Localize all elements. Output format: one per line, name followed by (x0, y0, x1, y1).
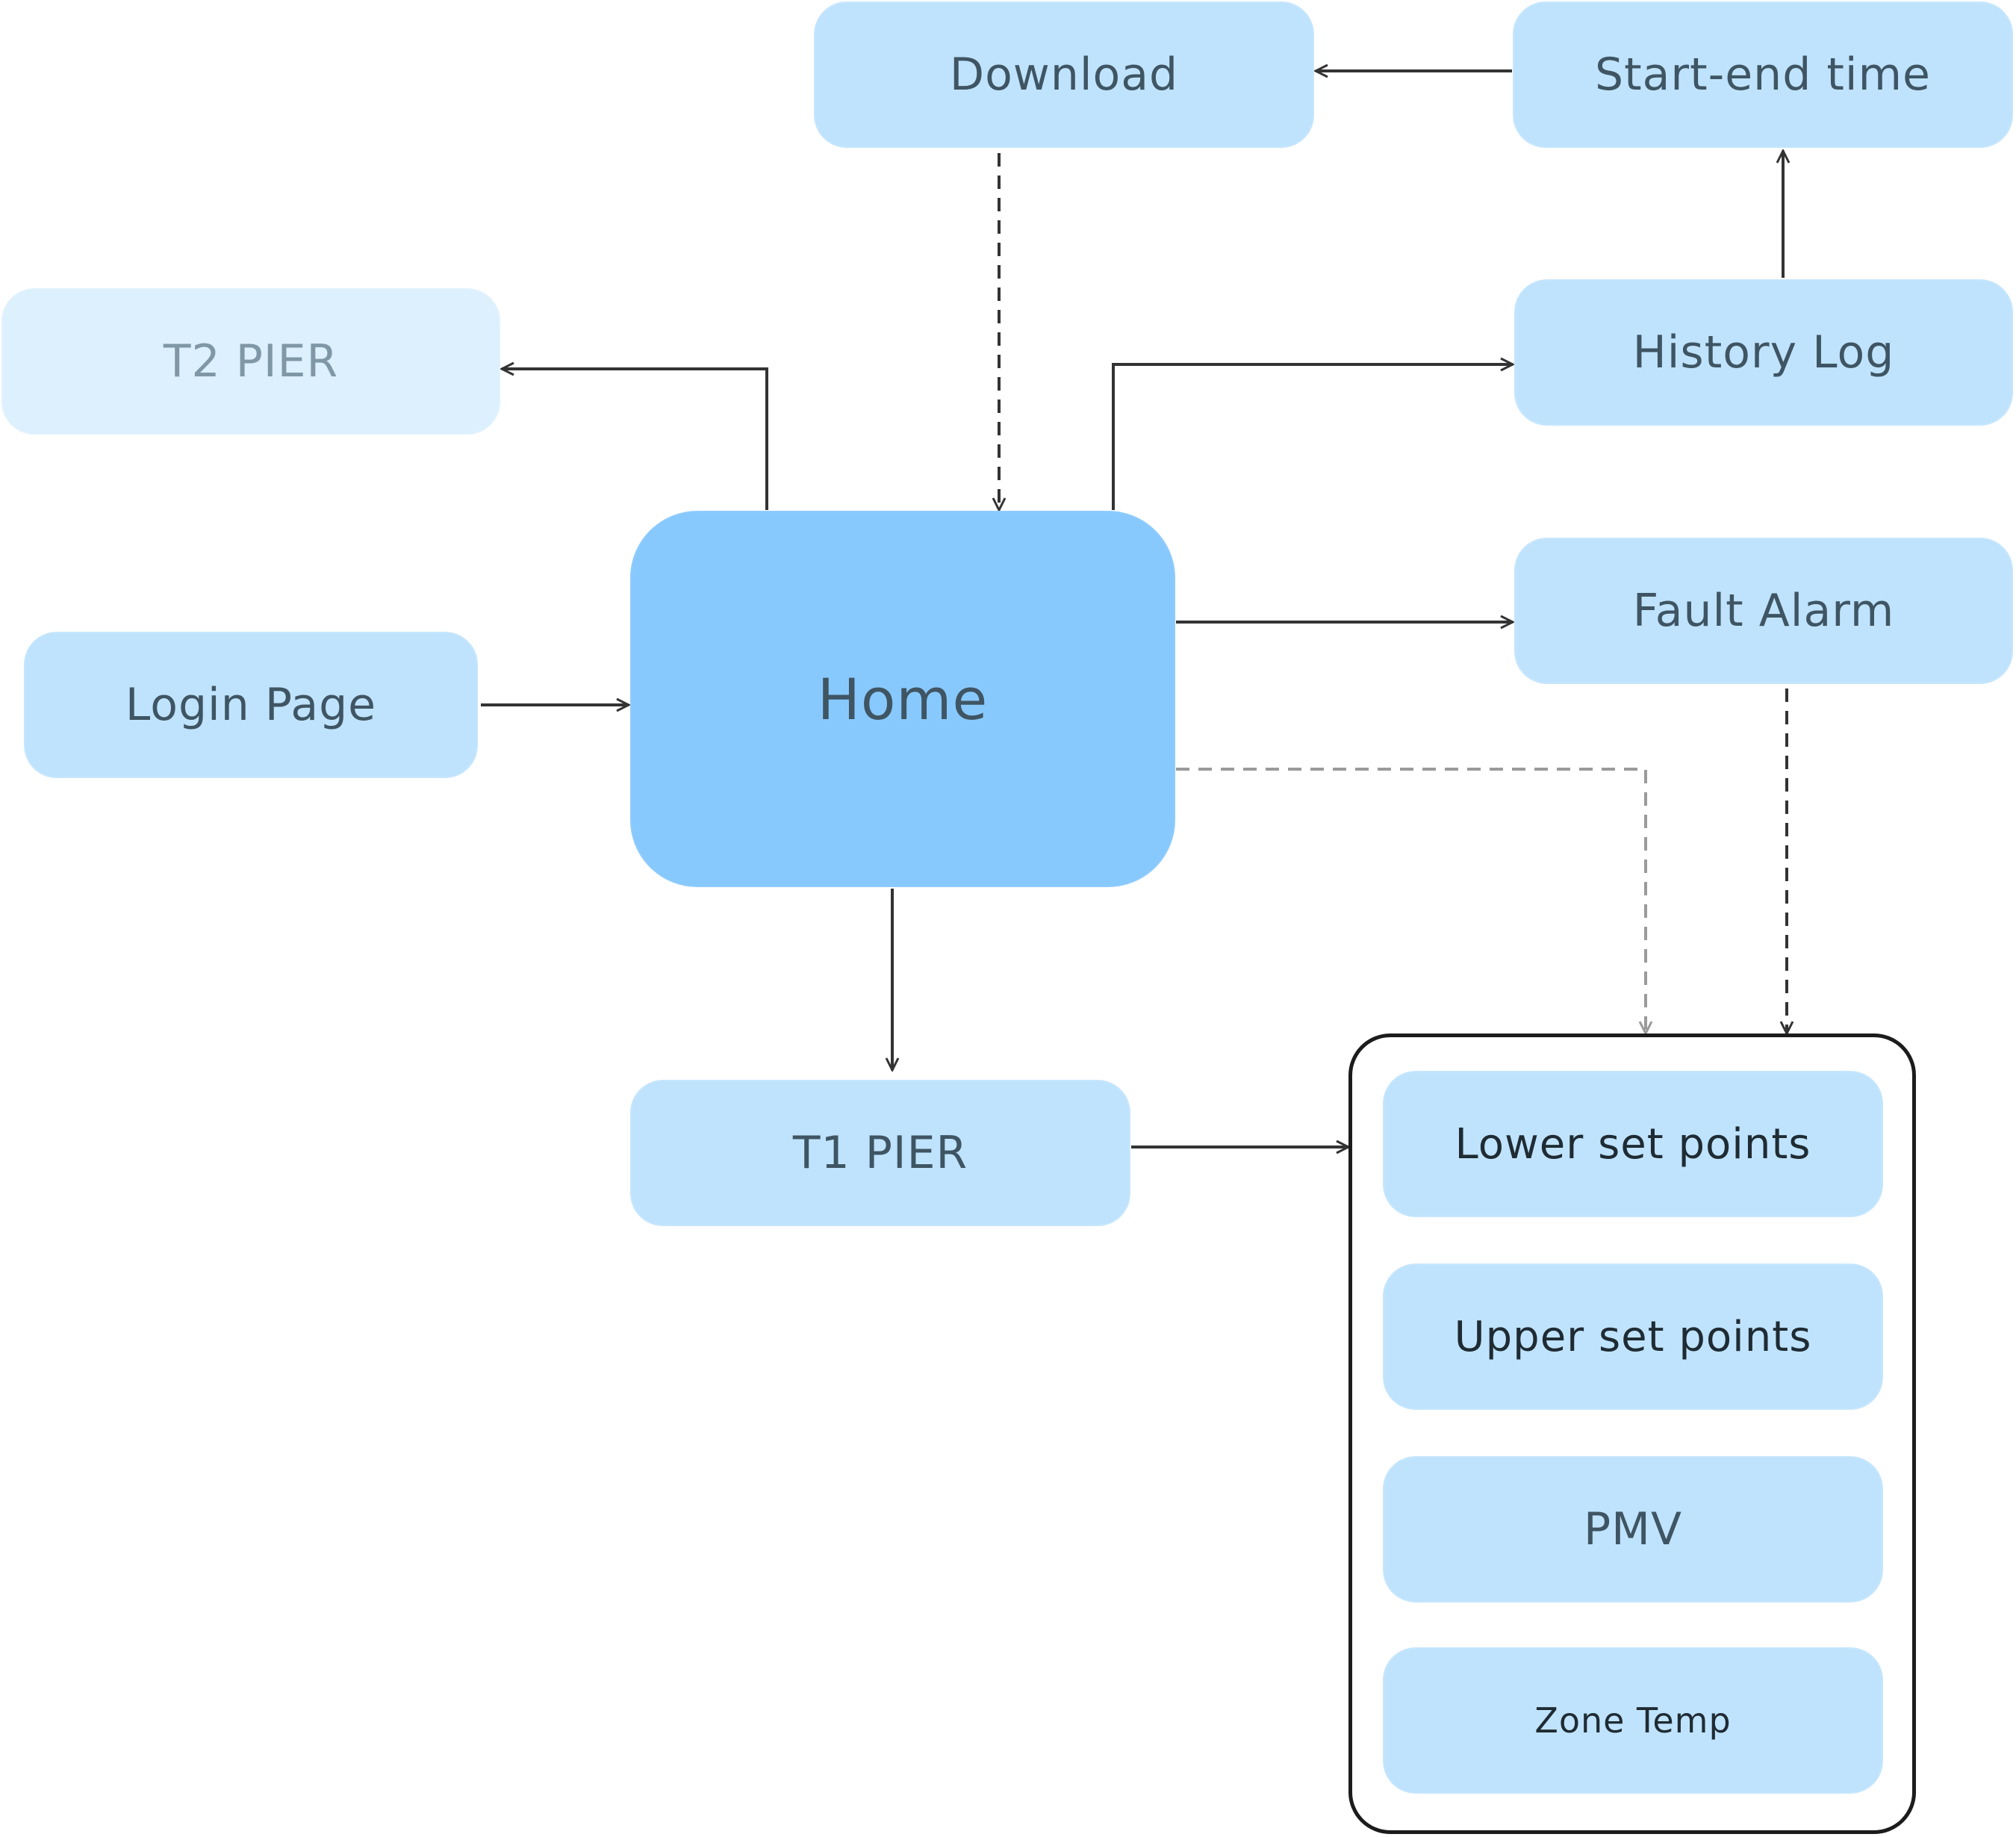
edge-home-to-history (1112, 364, 1513, 510)
home-node: Home (630, 511, 1175, 887)
t1-pier-label: T1 PIER (792, 1127, 968, 1179)
zone-temp-label: Zone Temp (1534, 1700, 1732, 1741)
pmv-node: PMV (1383, 1456, 1883, 1603)
lower-set-points-label: Lower set points (1455, 1119, 1811, 1169)
pmv-label: PMV (1584, 1503, 1682, 1555)
edge-home-to-t2 (502, 369, 768, 510)
fault-alarm-node: Fault Alarm (1514, 538, 2013, 684)
download-node: Download (814, 1, 1314, 148)
login-page-label: Login Page (125, 679, 377, 731)
lower-set-points-node: Lower set points (1383, 1071, 1883, 1217)
t2-pier-node: T2 PIER (1, 288, 500, 435)
edge-home-to-group-dashed (1176, 768, 1646, 1033)
fault-alarm-label: Fault Alarm (1632, 585, 1895, 637)
upper-set-points-label: Upper set points (1454, 1312, 1812, 1361)
settings-group (1348, 1033, 1916, 1834)
zone-temp-node: Zone Temp (1383, 1647, 1883, 1794)
download-label: Download (949, 49, 1179, 101)
history-log-node: History Log (1514, 279, 2013, 426)
login-page-node: Login Page (24, 632, 478, 778)
upper-set-points-node: Upper set points (1383, 1263, 1883, 1410)
home-label: Home (817, 665, 989, 733)
start-end-time-label: Start-end time (1595, 49, 1931, 101)
history-log-label: History Log (1632, 326, 1895, 379)
start-end-time-node: Start-end time (1513, 1, 2013, 148)
t2-pier-label: T2 PIER (163, 335, 339, 388)
t1-pier-node: T1 PIER (630, 1080, 1130, 1226)
